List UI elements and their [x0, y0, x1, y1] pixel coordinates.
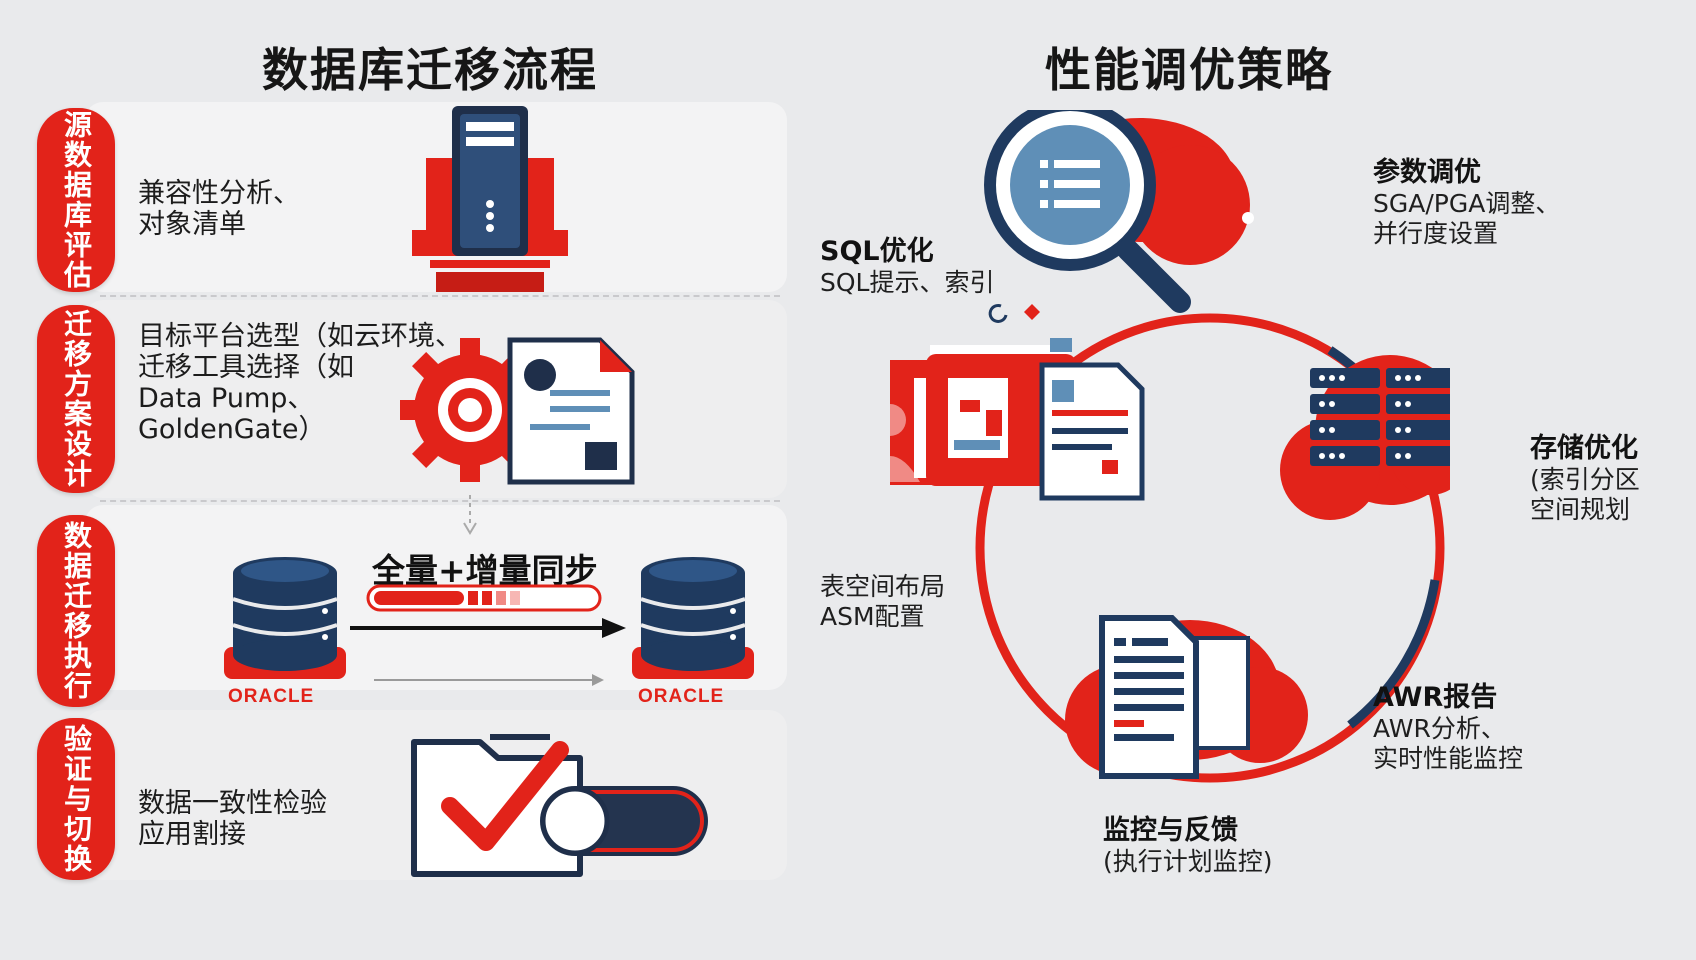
tuning-sub-tablespace: 表空间布局 ASM配置 — [820, 572, 946, 631]
tuning-item-tablespace: 表空间布局 ASM配置 — [820, 572, 945, 632]
stage-text-design: 目标平台选型（如云环境、 迁移工具选择（如 Data Pump、 GoldenG… — [138, 321, 462, 445]
tuning-heading-sql: SQL优化 — [820, 236, 934, 267]
stage-text-validation: 数据一致性检验 应用割接 — [138, 788, 327, 850]
tuning-title: 性能调优策略 — [1045, 43, 1333, 97]
tuning-heading-parameter: 参数调优 — [1373, 157, 1481, 188]
tuning-item-sql: SQL优化 SQL提示、索引 — [820, 236, 994, 298]
stage-divider — [100, 295, 780, 297]
tuning-sub-monitor: (执行计划监控) — [1103, 847, 1273, 876]
sync-progress-bar — [366, 584, 602, 612]
sync-label: 全量+增量同步 — [372, 551, 598, 590]
server-icon — [412, 106, 568, 292]
tuning-item-monitor: 监控与反馈 (执行计划监控) — [1103, 815, 1273, 877]
tuning-heading-storage: 存储优化 — [1530, 433, 1638, 464]
tuning-sub-sql: SQL提示、索引 — [820, 268, 995, 297]
target-database-icon — [632, 557, 754, 679]
stage-tab-assessment: 源数据库评估 — [37, 108, 115, 292]
migration-flow-title: 数据库迁移流程 — [262, 43, 598, 97]
checked-folder-icon — [411, 734, 708, 877]
gear-document-icon — [400, 337, 635, 485]
tuning-item-awr: AWR报告 AWR分析、 实时性能监控 — [1373, 682, 1523, 774]
tuning-sub-storage: (索引分区 空间规划 — [1530, 465, 1640, 524]
stage-tab-execution: 数据迁移执行 — [37, 515, 115, 707]
sync-arrow — [350, 618, 626, 686]
stage-text-assessment: 兼容性分析、 对象清单 — [138, 178, 300, 240]
target-brand-label: ORACLE — [638, 686, 725, 707]
source-database-icon — [224, 557, 346, 679]
tuning-sub-awr: AWR分析、 实时性能监控 — [1373, 714, 1524, 773]
tuning-heading-monitor: 监控与反馈 — [1103, 815, 1238, 846]
flow-arrow — [463, 495, 477, 535]
tuning-item-storage: 存储优化 (索引分区 空间规划 — [1530, 433, 1640, 525]
tuning-item-parameter: 参数调优 SGA/PGA调整、 并行度设置 — [1373, 157, 1560, 249]
stage-tab-validation: 验证与切换 — [37, 718, 115, 880]
tuning-heading-awr: AWR报告 — [1373, 682, 1498, 713]
stage-divider — [100, 500, 780, 502]
tuning-sub-parameter: SGA/PGA调整、 并行度设置 — [1373, 189, 1561, 248]
stage-tab-design: 迁移方案设计 — [37, 305, 115, 493]
source-brand-label: ORACLE — [228, 686, 315, 707]
tuning-cycle-diagram — [890, 110, 1450, 783]
